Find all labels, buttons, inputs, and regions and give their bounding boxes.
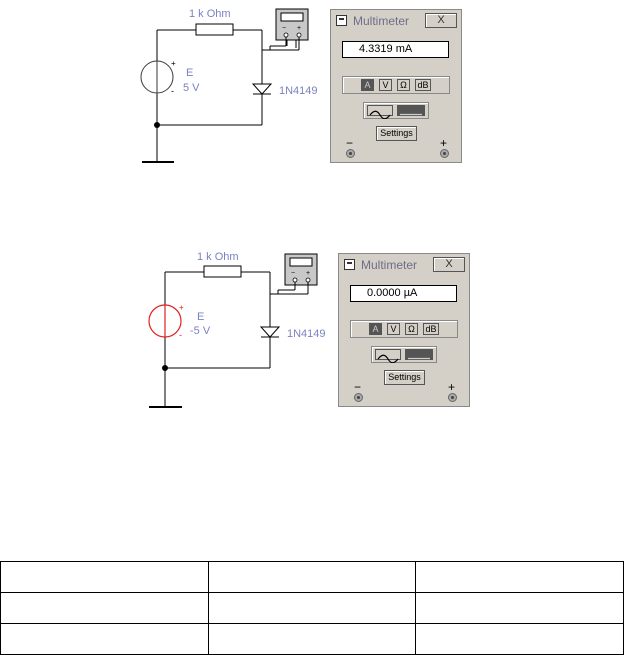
- source-1-value: 5 V: [183, 82, 200, 94]
- table-cell[interactable]: [0, 592, 209, 624]
- circuit-1-schematic: 1 k Ohm + - E 5 V 1N4149 − +: [140, 8, 318, 163]
- source-1-label: E: [186, 67, 193, 79]
- multimeter-1-mode-decibel-button[interactable]: dB: [415, 79, 431, 91]
- table-row: [0, 623, 624, 655]
- table-cell[interactable]: [0, 623, 209, 655]
- table-cell[interactable]: [0, 561, 209, 593]
- diode-2: [259, 326, 281, 338]
- table-cell[interactable]: [415, 561, 624, 593]
- multimeter-1-settings-button[interactable]: Settings: [376, 126, 417, 141]
- resistor-1: [195, 23, 234, 36]
- multimeter-2-mode-ohmmeter-button[interactable]: Ω: [405, 323, 418, 335]
- multimeter-2-mode-ammeter-button[interactable]: A: [369, 323, 382, 335]
- multimeter-1-positive-terminal[interactable]: [440, 149, 449, 158]
- window-icon: [336, 15, 347, 26]
- source-1-plus: +: [171, 59, 176, 68]
- table-cell[interactable]: [415, 623, 624, 655]
- source-2-minus: -: [179, 330, 182, 340]
- ac-wave-icon: [369, 110, 391, 120]
- multimeter-2-mode-decibel-button[interactable]: dB: [423, 323, 439, 335]
- window-icon: [344, 259, 355, 270]
- resistor-2: [203, 265, 242, 278]
- multimeter-1-title: Multimeter: [353, 14, 410, 28]
- multimeter-2-titlebar[interactable]: Multimeter X: [341, 256, 467, 274]
- multimeter-2-minus-label: −: [354, 380, 362, 394]
- junction-2: [162, 365, 168, 371]
- multimeter-2-panel: Multimeter X 0.0000 µA A V Ω dB Settings…: [338, 253, 470, 407]
- multimeter-1-close-button[interactable]: X: [425, 13, 457, 28]
- dc-line-icon: [400, 113, 422, 116]
- ac-wave-icon: [377, 354, 399, 364]
- svg-text:+: +: [306, 270, 310, 277]
- multimeter-2-icon[interactable]: − +: [284, 253, 318, 286]
- multimeter-1-mode-ohmmeter-button[interactable]: Ω: [397, 79, 410, 91]
- table-row: [0, 592, 624, 624]
- multimeter-2-negative-terminal[interactable]: [354, 393, 363, 402]
- diode-1: [251, 83, 273, 95]
- multimeter-1-reading: 4.3319 mA: [342, 41, 449, 58]
- multimeter-2-settings-button[interactable]: Settings: [384, 370, 425, 385]
- multimeter-2-title: Multimeter: [361, 258, 418, 272]
- multimeter-1-plus-label: +: [440, 136, 448, 150]
- resistor-1-label: 1 k Ohm: [189, 8, 231, 20]
- resistor-2-label: 1 k Ohm: [197, 251, 239, 263]
- multimeter-2-dc-button[interactable]: [405, 349, 433, 360]
- multimeter-2-mode-voltmeter-button[interactable]: V: [387, 323, 400, 335]
- circuit-2-schematic: 1 k Ohm + - E -5 V 1N4149 − +: [148, 251, 326, 408]
- multimeter-2-reading: 0.0000 µA: [350, 285, 457, 302]
- multimeter-1-acdc-group: [363, 102, 429, 120]
- multimeter-1-mode-voltmeter-button[interactable]: V: [379, 79, 392, 91]
- multimeter-1-minus-label: −: [346, 136, 354, 150]
- junction-1: [154, 122, 160, 128]
- diode-2-label: 1N4149: [287, 328, 326, 340]
- table-cell[interactable]: [207, 592, 417, 624]
- svg-text:−: −: [282, 25, 286, 32]
- table-cell[interactable]: [207, 623, 417, 655]
- multimeter-2-positive-terminal[interactable]: [448, 393, 457, 402]
- table-cell[interactable]: [207, 561, 417, 593]
- diode-1-label: 1N4149: [279, 85, 318, 97]
- multimeter-2-mode-group: A V Ω dB: [350, 320, 458, 338]
- source-1-minus: -: [171, 86, 174, 96]
- multimeter-1-titlebar[interactable]: Multimeter X: [333, 12, 459, 30]
- source-2-value: -5 V: [190, 325, 211, 337]
- multimeter-2-plus-label: +: [448, 380, 456, 394]
- source-2-label: E: [197, 311, 204, 323]
- svg-text:+: +: [297, 25, 301, 32]
- dc-line-icon: [408, 357, 430, 360]
- svg-text:−: −: [291, 270, 295, 277]
- multimeter-1-mode-ammeter-button[interactable]: A: [361, 79, 374, 91]
- multimeter-1-ac-button[interactable]: [367, 105, 393, 120]
- table-cell[interactable]: [415, 592, 624, 624]
- source-2-plus: +: [179, 303, 184, 312]
- multimeter-1-dc-button[interactable]: [397, 105, 425, 116]
- multimeter-2-close-button[interactable]: X: [433, 257, 465, 272]
- multimeter-1-mode-group: A V Ω dB: [342, 76, 450, 94]
- table-row: [0, 561, 624, 593]
- multimeter-1-negative-terminal[interactable]: [346, 149, 355, 158]
- multimeter-1-panel: Multimeter X 4.3319 mA A V Ω dB Settings…: [330, 9, 462, 163]
- multimeter-2-acdc-group: [371, 346, 437, 364]
- results-table: [0, 561, 624, 655]
- multimeter-2-ac-button[interactable]: [375, 349, 401, 364]
- multimeter-1-icon[interactable]: − +: [275, 8, 309, 41]
